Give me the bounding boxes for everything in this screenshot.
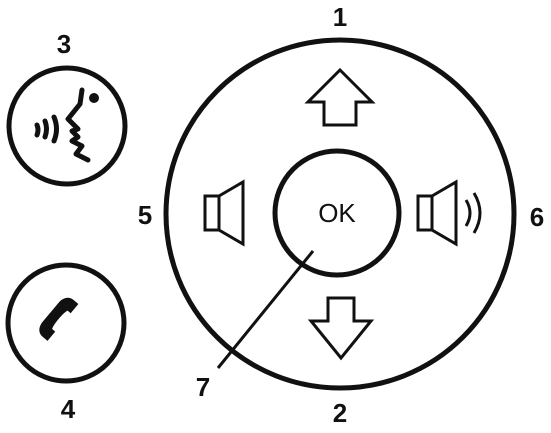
label-6: 6: [530, 202, 544, 232]
call-button-circle[interactable]: [5, 262, 127, 384]
face-profile: [65, 87, 91, 163]
speaker-body: [203, 194, 221, 232]
ok-button-circle[interactable]: [272, 148, 402, 278]
ok-pointer-line: [216, 250, 315, 369]
speaking-head-icon: [34, 87, 99, 163]
up-arrow-button[interactable]: [304, 67, 376, 127]
label-2: 2: [333, 398, 347, 428]
sound-wave-inner: [464, 199, 472, 227]
down-arrow-button[interactable]: [307, 296, 375, 361]
speaker-waves-icon: [416, 179, 482, 247]
ok-button[interactable]: OK: [272, 148, 402, 278]
label-5: 5: [138, 200, 152, 230]
volume-up-button[interactable]: [416, 179, 482, 247]
speaker-icon: [203, 179, 245, 247]
voice-command-button[interactable]: [6, 65, 128, 187]
volume-down-button[interactable]: [203, 179, 245, 247]
label-7: 7: [196, 372, 210, 402]
handset-shape: [39, 297, 79, 341]
eye: [89, 93, 99, 103]
speaker-cone: [430, 179, 458, 247]
phone-handset-icon: [39, 297, 79, 341]
label-4: 4: [61, 394, 76, 424]
voice-wave-3: [34, 122, 41, 138]
label-3: 3: [57, 29, 71, 59]
sound-wave-outer: [472, 192, 482, 234]
arrow-down-icon: [307, 296, 375, 361]
voice-wave-2: [42, 118, 49, 140]
call-button[interactable]: [5, 262, 127, 384]
label-1: 1: [333, 2, 347, 32]
ok-label: OK: [318, 198, 356, 228]
navigation-ring[interactable]: [163, 37, 517, 391]
speaker-body: [416, 194, 434, 232]
speaker-cone: [217, 179, 245, 247]
arrow-up-icon: [304, 67, 376, 127]
voice-wave-1: [51, 114, 59, 144]
voice-button-circle[interactable]: [6, 65, 128, 187]
